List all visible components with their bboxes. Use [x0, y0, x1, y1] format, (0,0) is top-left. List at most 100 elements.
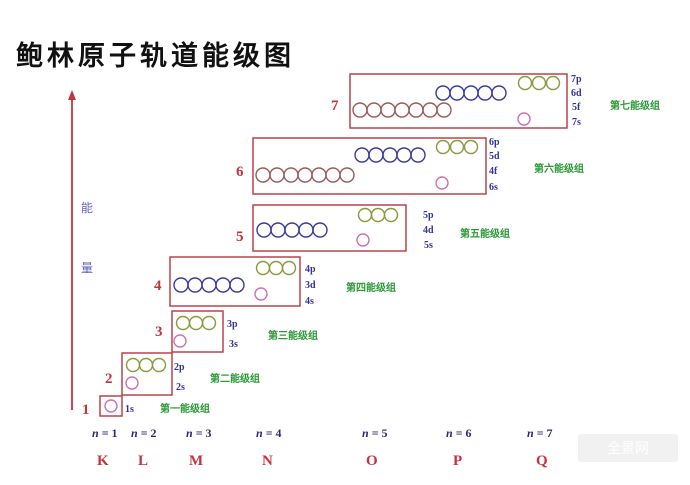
group-number: 4 — [154, 278, 162, 294]
orbital-5d — [410, 147, 426, 163]
group-label: 第二能级组 — [210, 372, 260, 385]
orbital-5d — [396, 147, 412, 163]
energy-group-3: 3 3p 3s 第三能级组 — [155, 310, 318, 353]
orbital-4p — [268, 260, 284, 276]
group-number: 5 — [236, 229, 244, 245]
group-label: 第五能级组 — [460, 227, 510, 240]
orbital-3d — [215, 277, 231, 293]
shell-letter-l: L — [138, 453, 148, 469]
sublevel-label: 7p — [571, 74, 582, 85]
orbital-7s — [517, 112, 531, 126]
group-label: 第七能级组 — [610, 99, 660, 112]
sublevel-label: 6p — [489, 137, 500, 148]
shell-letter-m: M — [189, 453, 203, 469]
group-box — [349, 73, 568, 129]
orbital-4f — [311, 167, 327, 183]
shell-letter-n: N — [262, 453, 273, 469]
n-label-3: n = 3 — [186, 426, 212, 440]
group-label: 第三能级组 — [268, 329, 318, 342]
sublevel-label: 3s — [229, 339, 238, 350]
orbital-4p — [281, 260, 297, 276]
orbital-5d — [368, 147, 384, 163]
group-box — [171, 310, 224, 353]
group-number: 7 — [331, 98, 339, 114]
group-box — [121, 352, 173, 396]
orbital-5d — [354, 147, 370, 163]
orbital-4p — [255, 260, 271, 276]
orbital-3d — [229, 277, 245, 293]
n-label-4: n = 4 — [256, 426, 282, 440]
group-number: 2 — [105, 371, 113, 387]
orbital-4d — [270, 222, 286, 238]
sublevel-label: 1s — [125, 404, 134, 415]
shell-labels: n = 1 n = 2 n = 3 n = 4 n = 5 n = 6 n = … — [92, 426, 553, 469]
group-number: 3 — [155, 324, 163, 340]
orbital-6p — [435, 139, 451, 155]
sublevel-label: 2s — [176, 382, 185, 393]
orbital-3s — [173, 334, 187, 348]
watermark: 全景网 — [578, 434, 678, 462]
n-label-1: n = 1 — [92, 426, 118, 440]
group-number: 1 — [82, 402, 90, 418]
orbital-3d — [201, 277, 217, 293]
group-number: 6 — [236, 164, 244, 180]
sublevel-label: 5d — [489, 151, 500, 162]
arrow-up-icon — [68, 90, 76, 100]
sublevel-label: 7s — [572, 117, 581, 128]
sublevel-label: 4f — [489, 166, 498, 177]
orbital-5f — [436, 102, 452, 118]
orbital-4f — [269, 167, 285, 183]
n-label-5: n = 5 — [362, 426, 388, 440]
sublevel-label: 5f — [572, 102, 581, 113]
orbital-7p — [517, 75, 533, 91]
energy-axis: 能 量 — [68, 90, 93, 410]
orbital-1s — [104, 399, 118, 413]
orbital-5f — [394, 102, 410, 118]
orbital-6p — [449, 139, 465, 155]
orbital-5f — [422, 102, 438, 118]
orbital-7p — [545, 75, 561, 91]
orbital-6s — [435, 176, 449, 190]
sublevel-label: 6s — [489, 182, 498, 193]
orbital-5p — [357, 207, 373, 223]
orbital-6d — [477, 85, 493, 101]
orbital-4d — [256, 222, 272, 238]
sublevel-label: 5p — [423, 210, 434, 221]
orbital-2p — [138, 357, 154, 373]
energy-group-4: 4 4p 3d 4s 第四能级组 — [154, 256, 396, 307]
sublevel-label: 2p — [174, 362, 185, 373]
orbital-4f — [283, 167, 299, 183]
orbital-4f — [339, 167, 355, 183]
orbital-5d — [382, 147, 398, 163]
orbital-4f — [297, 167, 313, 183]
energy-group-1: 1 1s 第一能级组 — [82, 395, 210, 418]
orbital-6d — [463, 85, 479, 101]
group-label: 第一能级组 — [160, 402, 210, 415]
sublevel-label: 4d — [423, 225, 434, 236]
orbital-3p — [175, 315, 191, 331]
orbital-3p — [201, 315, 217, 331]
orbital-4d — [284, 222, 300, 238]
orbital-4f — [325, 167, 341, 183]
n-label-6: n = 6 — [446, 426, 472, 440]
group-label: 第六能级组 — [534, 162, 584, 175]
orbital-5p — [370, 207, 386, 223]
group-box — [169, 256, 301, 307]
orbital-5f — [366, 102, 382, 118]
orbital-3d — [173, 277, 189, 293]
orbital-6d — [491, 85, 507, 101]
sublevel-label: 3p — [227, 319, 238, 330]
orbital-3d — [187, 277, 203, 293]
group-box — [252, 204, 407, 252]
orbital-5f — [380, 102, 396, 118]
sublevel-label: 4s — [305, 296, 314, 307]
sublevel-label: 3d — [305, 280, 316, 291]
group-box — [252, 137, 487, 195]
diagram-title: 鲍林原子轨道能级图 — [16, 41, 295, 72]
orbital-4d — [298, 222, 314, 238]
shell-letter-o: O — [366, 453, 378, 469]
n-label-2: n = 2 — [131, 426, 157, 440]
orbital-4d — [312, 222, 328, 238]
orbital-6p — [463, 139, 479, 155]
